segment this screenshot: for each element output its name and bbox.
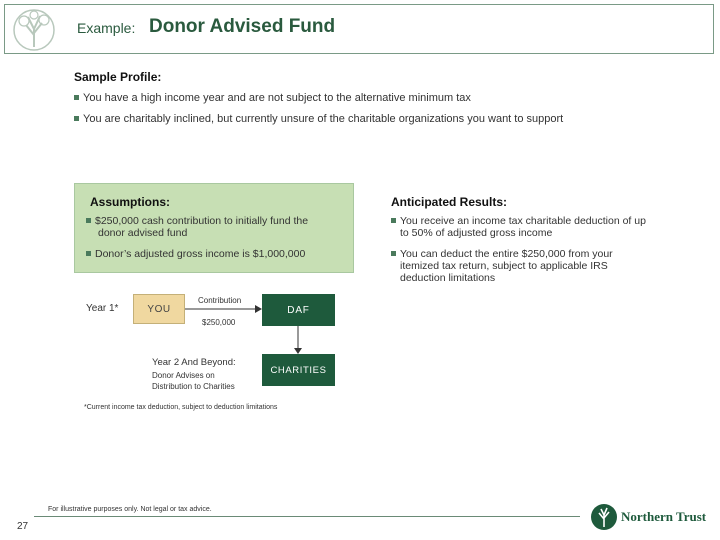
bullet-square-icon (86, 217, 91, 223)
page-title-prefix: Example: (77, 20, 136, 36)
bullet-square-icon (391, 217, 396, 223)
profile-bullet: You have a high income year and are not … (74, 92, 471, 104)
daf-box: DAF (262, 294, 335, 326)
northern-trust-tree-icon (591, 504, 617, 530)
assumption-item: $250,000 cash contribution to initially … (86, 215, 346, 239)
tree-logo-icon (13, 9, 55, 51)
header-frame (4, 4, 714, 54)
result-item: You can deduct the entire $250,000 from … (391, 248, 681, 284)
profile-bullet-text: You are charitably inclined, but current… (83, 113, 564, 125)
northern-trust-logo: Northern Trust (590, 503, 706, 531)
result-line: deduction limitations (400, 272, 496, 284)
profile-bullet: You are charitably inclined, but current… (74, 113, 563, 125)
advises-line: Donor Advises on (152, 371, 215, 380)
footer-divider (34, 516, 580, 517)
result-line: itemized tax return, subject to applicab… (400, 260, 608, 272)
assumption-line: Donor’s adjusted gross income is $1,000,… (95, 248, 306, 260)
assumptions-heading: Assumptions: (90, 195, 171, 209)
result-line: You receive an income tax charitable ded… (400, 215, 646, 227)
advises-line: Distribution to Charities (152, 382, 235, 391)
results-heading: Anticipated Results: (391, 195, 508, 209)
year1-label: Year 1* (86, 303, 119, 314)
result-item: You receive an income tax charitable ded… (391, 215, 681, 239)
charities-box: CHARITIES (262, 354, 335, 386)
you-box: YOU (133, 294, 185, 324)
page-number: 27 (17, 521, 29, 532)
assumptions-panel (74, 183, 354, 273)
contribution-label: Contribution (198, 296, 242, 305)
year2-label: Year 2 And Beyond: (152, 357, 236, 368)
bullet-square-icon (391, 250, 396, 256)
assumption-item: Donor’s adjusted gross income is $1,000,… (86, 248, 346, 260)
bullet-square-icon (86, 250, 91, 256)
profile-heading: Sample Profile: (74, 70, 162, 84)
distribution-arrow-icon (294, 326, 302, 354)
advises-text: Donor Advises on Distribution to Chariti… (152, 370, 235, 392)
brand-name: Northern Trust (621, 509, 707, 524)
result-line: to 50% of adjusted gross income (400, 227, 553, 239)
assumption-line: donor advised fund (98, 227, 188, 239)
profile-bullet-text: You have a high income year and are not … (83, 92, 471, 104)
result-line: You can deduct the entire $250,000 from … (400, 248, 613, 260)
bullet-square-icon (74, 115, 79, 121)
footnote: *Current income tax deduction, subject t… (84, 404, 278, 411)
assumption-line: $250,000 cash contribution to initially … (95, 215, 309, 227)
page-title: Donor Advised Fund (149, 16, 336, 37)
amount-label: $250,000 (202, 318, 236, 327)
contribution-arrow-icon (185, 305, 262, 313)
bullet-square-icon (74, 94, 79, 100)
disclaimer: For illustrative purposes only. Not lega… (48, 506, 212, 513)
